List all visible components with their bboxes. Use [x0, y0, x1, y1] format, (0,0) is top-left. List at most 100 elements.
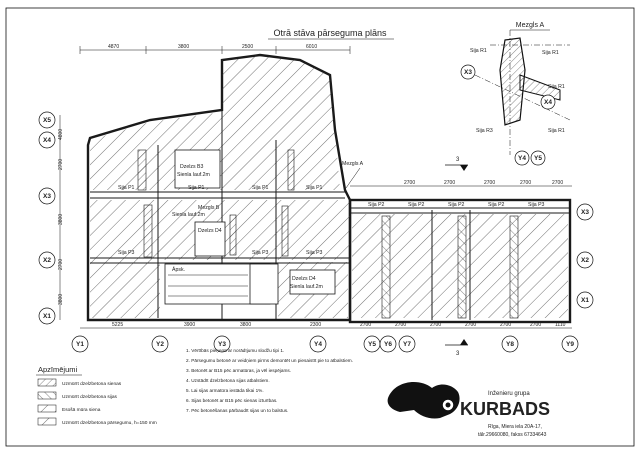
axis-left-label: X1 — [43, 313, 51, 320]
company-address: Rīga, Miera iela 20A-17, — [488, 424, 542, 430]
axis-bottom-label: Y3 — [218, 341, 226, 348]
dimension-lines — [59, 46, 572, 329]
detail-a: Mezgls A — [460, 22, 571, 166]
detail-beam-label: Sija R1 — [548, 128, 565, 134]
axis-markers-right: X3 X2 X1 — [576, 203, 594, 309]
section-mark — [445, 164, 468, 346]
beam-label: Sija P2 — [488, 202, 505, 208]
axis-bottom-label: Y9 — [566, 341, 574, 348]
note-line: 2. Pārsegumu betonē ar veidņiem pirms de… — [186, 358, 353, 363]
dim-bottom: 3800 — [240, 322, 251, 328]
axis-left-label: X4 — [43, 137, 51, 144]
wall-strip-6 — [381, 215, 391, 319]
detail-beam-label: Sija R1 — [548, 84, 565, 90]
slab-zone-top — [222, 55, 340, 190]
detail-axis-label: Y5 — [534, 155, 542, 162]
outer-wall-right-wing — [348, 198, 572, 324]
beam-label: Sija P1 — [306, 185, 323, 191]
axis-bottom-label: Y8 — [506, 341, 514, 348]
dim-top: 2500 — [242, 44, 253, 50]
axis-left-label: X2 — [43, 257, 51, 264]
beam-label: Sija P3 — [118, 250, 135, 256]
room-block-5 — [289, 269, 336, 295]
wall-strip-7 — [457, 215, 467, 319]
note-line: 5. Lai sijas armatūra iestāda tikai 1%. — [186, 388, 264, 393]
section-mark-top: 3 — [456, 157, 460, 163]
detail-beam-label: Sija R1 — [542, 50, 559, 56]
dim-right-row: 2700 — [552, 180, 563, 186]
note-line: 4. Uzstādīt dzelzbetona sijas atbalstiem… — [186, 378, 270, 383]
dim-bottom: 3900 — [184, 322, 195, 328]
legend-item: Uzmūrīt dzelzbetona pārsegumu, h=150 mm — [62, 420, 157, 426]
note-line: 3. Betonēt ar B15 pēc armatūras, ja vēl … — [186, 368, 291, 373]
wall-strip-5 — [287, 149, 295, 191]
notes: 1. Vērtībās pieņemt ar norādījumu slodžu… — [186, 348, 353, 413]
room-block-4 — [249, 263, 279, 305]
dim-left: 2700 — [58, 159, 64, 170]
slab-label-1b: Sienla lauf.2m — [177, 172, 210, 178]
beam-label: Sija P2 — [448, 202, 465, 208]
dim-bottom: 2700 — [360, 322, 371, 328]
slab-label-3: Dzelzs D4 — [292, 276, 316, 282]
dim-bottom: 5225 — [112, 322, 123, 328]
legend-item: Esošā mūra siena — [62, 407, 101, 413]
dim-top: 4870 — [108, 44, 119, 50]
legend-item: Uzmūrīt dzelzbetona sijas — [62, 394, 118, 400]
axis-bottom-label: Y2 — [156, 341, 164, 348]
axis-markers-left: X5 X4 X3 X2 X1 — [38, 111, 56, 325]
legend: Apzīmējumi Uzmūrīt dzelzbetona sienas Uz… — [36, 365, 157, 426]
slab-label-1: Dzelzs B3 — [180, 164, 203, 170]
legend-swatch-existing — [37, 404, 57, 413]
detail-axis-label: X3 — [464, 69, 472, 76]
dimension-texts: 4870 3800 2500 6010 5225 3900 3800 2300 … — [58, 44, 566, 328]
note-line: 7. Pēc betonēšanas pārbaudīt sijas un to… — [186, 408, 288, 413]
company-name-big: KURBADS — [460, 399, 550, 419]
legend-swatch-beams — [37, 391, 57, 400]
dim-left: 3800 — [58, 294, 64, 305]
axis-markers-bottom: Y1 Y2 Y3 Y4 Y5 Y6 Y7 Y8 Y9 — [71, 335, 579, 353]
plan-title: Otrā stāva pārseguma plāns — [273, 28, 387, 38]
slab-zone-low-left — [90, 260, 160, 318]
dim-bottom: 2300 — [310, 322, 321, 328]
wall-strip-4 — [281, 205, 289, 257]
dim-left: 2700 — [58, 259, 64, 270]
wall-strip-3 — [229, 214, 237, 256]
detail-beam-label: Sija R3 — [476, 128, 493, 134]
axis-bottom-label: Y6 — [384, 341, 392, 348]
axis-bottom-label: Y7 — [403, 341, 411, 348]
wall-strip-8 — [509, 215, 519, 319]
detail-title: Mezgls A — [516, 22, 545, 29]
beam-label: Sija P2 — [408, 202, 425, 208]
beam-label: Sija P1 — [188, 185, 205, 191]
axis-left-label: X5 — [43, 117, 51, 124]
plan-labels: Dzelzs B3 Sienla lauf.2m Dzelzs D4 Sienl… — [118, 161, 545, 290]
legend-title: Apzīmējumi — [38, 365, 78, 374]
horse-logo-icon — [387, 382, 460, 419]
dim-bottom: 2700 — [465, 322, 476, 328]
detail-axis-label: X4 — [544, 99, 552, 106]
axis-right-label: X1 — [581, 297, 589, 304]
slab-label-2: Dzelzs D4 — [198, 228, 222, 234]
axis-bottom-label: Y1 — [76, 341, 84, 348]
company-name-small: Inženieru grupa — [488, 391, 530, 397]
dim-bottom: 2700 — [530, 322, 541, 328]
beam-label: Sija P3 — [528, 202, 545, 208]
dim-left: 4800 — [58, 129, 64, 140]
axis-right-label: X3 — [581, 209, 589, 216]
dim-bottom: 1110 — [555, 322, 566, 328]
dim-bottom: 2700 — [500, 322, 511, 328]
legend-swatch-walls — [37, 378, 57, 387]
slab-label-2b: Sienla lauf.2m — [172, 212, 205, 218]
dim-right-row: 2700 — [404, 180, 415, 186]
legend-item: Uzmūrīt dzelzbetona sienas — [62, 381, 122, 387]
dim-right-row: 2700 — [484, 180, 495, 186]
room-block-1 — [174, 149, 221, 189]
beam-label: Sija P2 — [368, 202, 385, 208]
axis-bottom-label: Y5 — [368, 341, 376, 348]
company-logo: Inženieru grupa KURBADS Rīga, Miera iela… — [387, 382, 550, 438]
axis-right-label: X2 — [581, 257, 589, 264]
dim-bottom: 2700 — [395, 322, 406, 328]
detail-axis-label: Y4 — [518, 155, 526, 162]
beam-label: Sija P1 — [118, 185, 135, 191]
